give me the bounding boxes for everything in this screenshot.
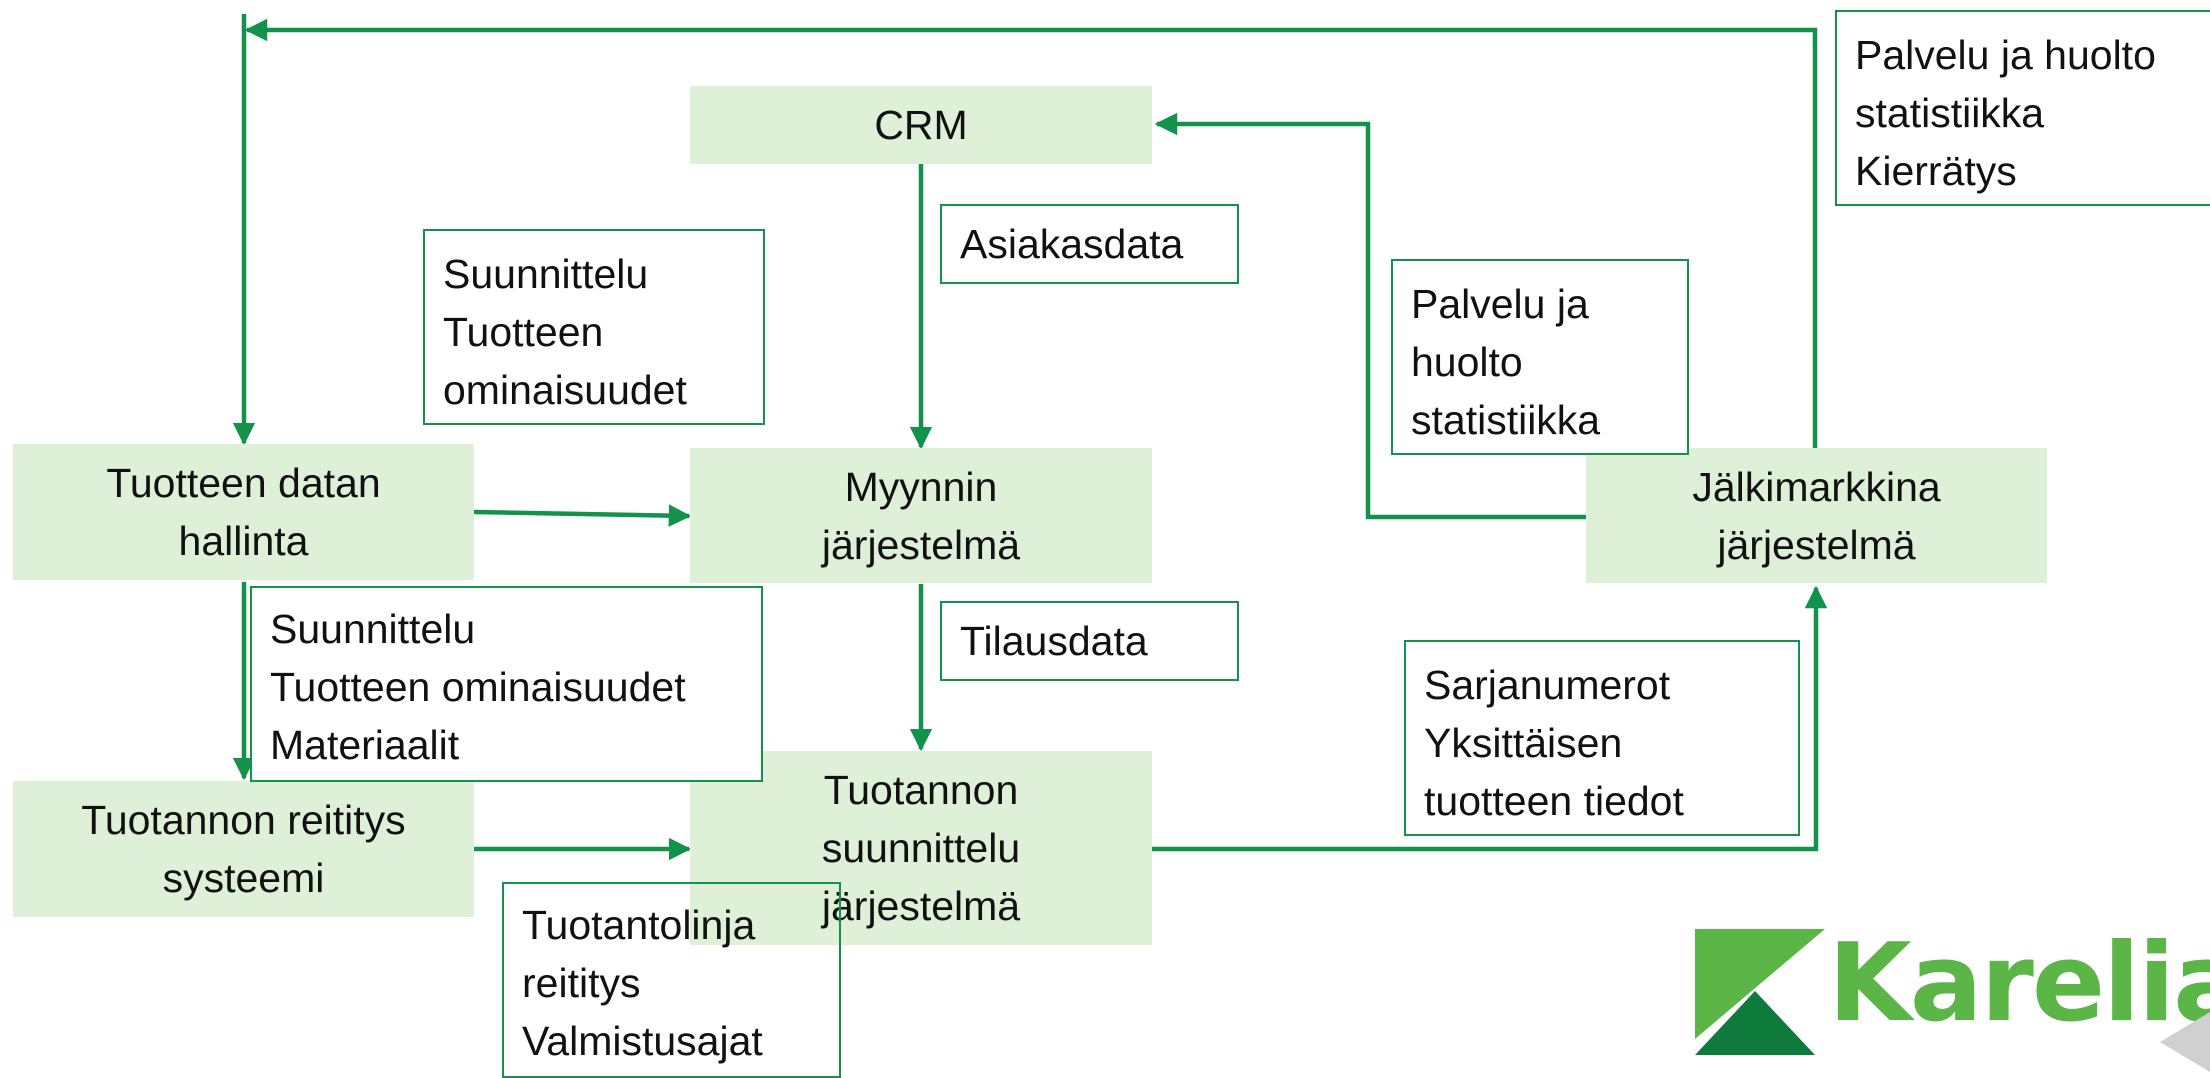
note-serial-numbers: Sarjanumerot Yksittäisen tuotteen tiedot bbox=[1404, 640, 1800, 836]
node-sales-line: järjestelmä bbox=[821, 521, 1021, 568]
node-pdm-line: hallinta bbox=[178, 518, 309, 564]
node-routing-line: systeemi bbox=[162, 855, 325, 901]
note-line: Palvelu ja huolto bbox=[1855, 32, 2156, 78]
note-line: Tuotteen bbox=[443, 309, 604, 355]
node-sales-system: Myynnin järjestelmä bbox=[690, 448, 1152, 583]
node-production-line: järjestelmä bbox=[821, 883, 1021, 929]
node-production-line: Tuotannon bbox=[823, 767, 1019, 813]
karelia-logo-mark-icon bbox=[1695, 929, 1825, 1055]
node-aftermarket-line: Jälkimarkkina bbox=[1692, 463, 1941, 510]
note-line-routing: Tuotantolinja reititys Valmistusajat bbox=[502, 882, 841, 1078]
node-production-routing: Tuotannon reititys systeemi bbox=[13, 781, 474, 917]
note-line: Asiakasdata bbox=[960, 221, 1184, 267]
karelia-logo: Karelia bbox=[1685, 925, 2210, 1072]
note-service-statistics: Palvelu ja huolto statistiikka bbox=[1391, 259, 1689, 455]
note-order-data: Tilausdata bbox=[940, 601, 1239, 681]
note-line: Valmistusajat bbox=[522, 1018, 763, 1064]
note-line: Tuotteen ominaisuudet bbox=[270, 664, 686, 710]
note-line: Sarjanumerot bbox=[1424, 662, 1671, 708]
arrow-production-to-aftermarket bbox=[1152, 585, 1828, 852]
note-line: Materiaalit bbox=[270, 722, 460, 768]
note-line: Yksittäisen bbox=[1424, 720, 1623, 766]
note-line: Suunnittelu bbox=[270, 606, 476, 652]
node-production-line: suunnittelu bbox=[821, 825, 1021, 871]
note-customer-data: Asiakasdata bbox=[940, 204, 1239, 284]
note-line: Suunnittelu bbox=[443, 251, 649, 297]
node-sales-line: Myynnin bbox=[844, 463, 998, 510]
note-line: ominaisuudet bbox=[443, 367, 687, 413]
note-line: statistiikka bbox=[1855, 90, 2045, 136]
note-line: huolto bbox=[1411, 339, 1523, 385]
note-service-recycling: Palvelu ja huolto statistiikka Kierrätys bbox=[1835, 10, 2210, 206]
note-line: Palvelu ja bbox=[1411, 281, 1589, 327]
node-pdm-line: Tuotteen datan bbox=[106, 460, 381, 506]
note-line: reititys bbox=[522, 960, 641, 1006]
note-line: statistiikka bbox=[1411, 397, 1601, 443]
karelia-logo-text: Karelia bbox=[1828, 921, 2210, 1046]
note-line: Tuotantolinja bbox=[522, 902, 756, 948]
node-production-planning: Tuotannon suunnittelu järjestelmä bbox=[690, 751, 1152, 945]
node-product-data-management: Tuotteen datan hallinta bbox=[13, 444, 474, 580]
note-design-features: Suunnittelu Tuotteen ominaisuudet bbox=[423, 229, 765, 425]
arrow-pdm-to-sales bbox=[473, 504, 692, 527]
node-crm-line: CRM bbox=[874, 102, 968, 148]
note-design-materials: Suunnittelu Tuotteen ominaisuudet Materi… bbox=[250, 586, 763, 782]
node-aftermarket-system: Jälkimarkkina järjestelmä bbox=[1586, 448, 2047, 583]
note-line: tuotteen tiedot bbox=[1424, 778, 1684, 824]
note-line: Kierrätys bbox=[1855, 148, 2017, 194]
note-line: Tilausdata bbox=[960, 618, 1148, 664]
node-aftermarket-line: järjestelmä bbox=[1717, 521, 1916, 568]
node-routing-line: Tuotannon reititys bbox=[81, 797, 406, 843]
node-crm: CRM bbox=[690, 86, 1152, 164]
arrow-aftermarket-to-crm bbox=[1154, 112, 1586, 520]
arrow-top-loop bbox=[244, 18, 1818, 448]
next-arrow-icon bbox=[2160, 1012, 2210, 1072]
